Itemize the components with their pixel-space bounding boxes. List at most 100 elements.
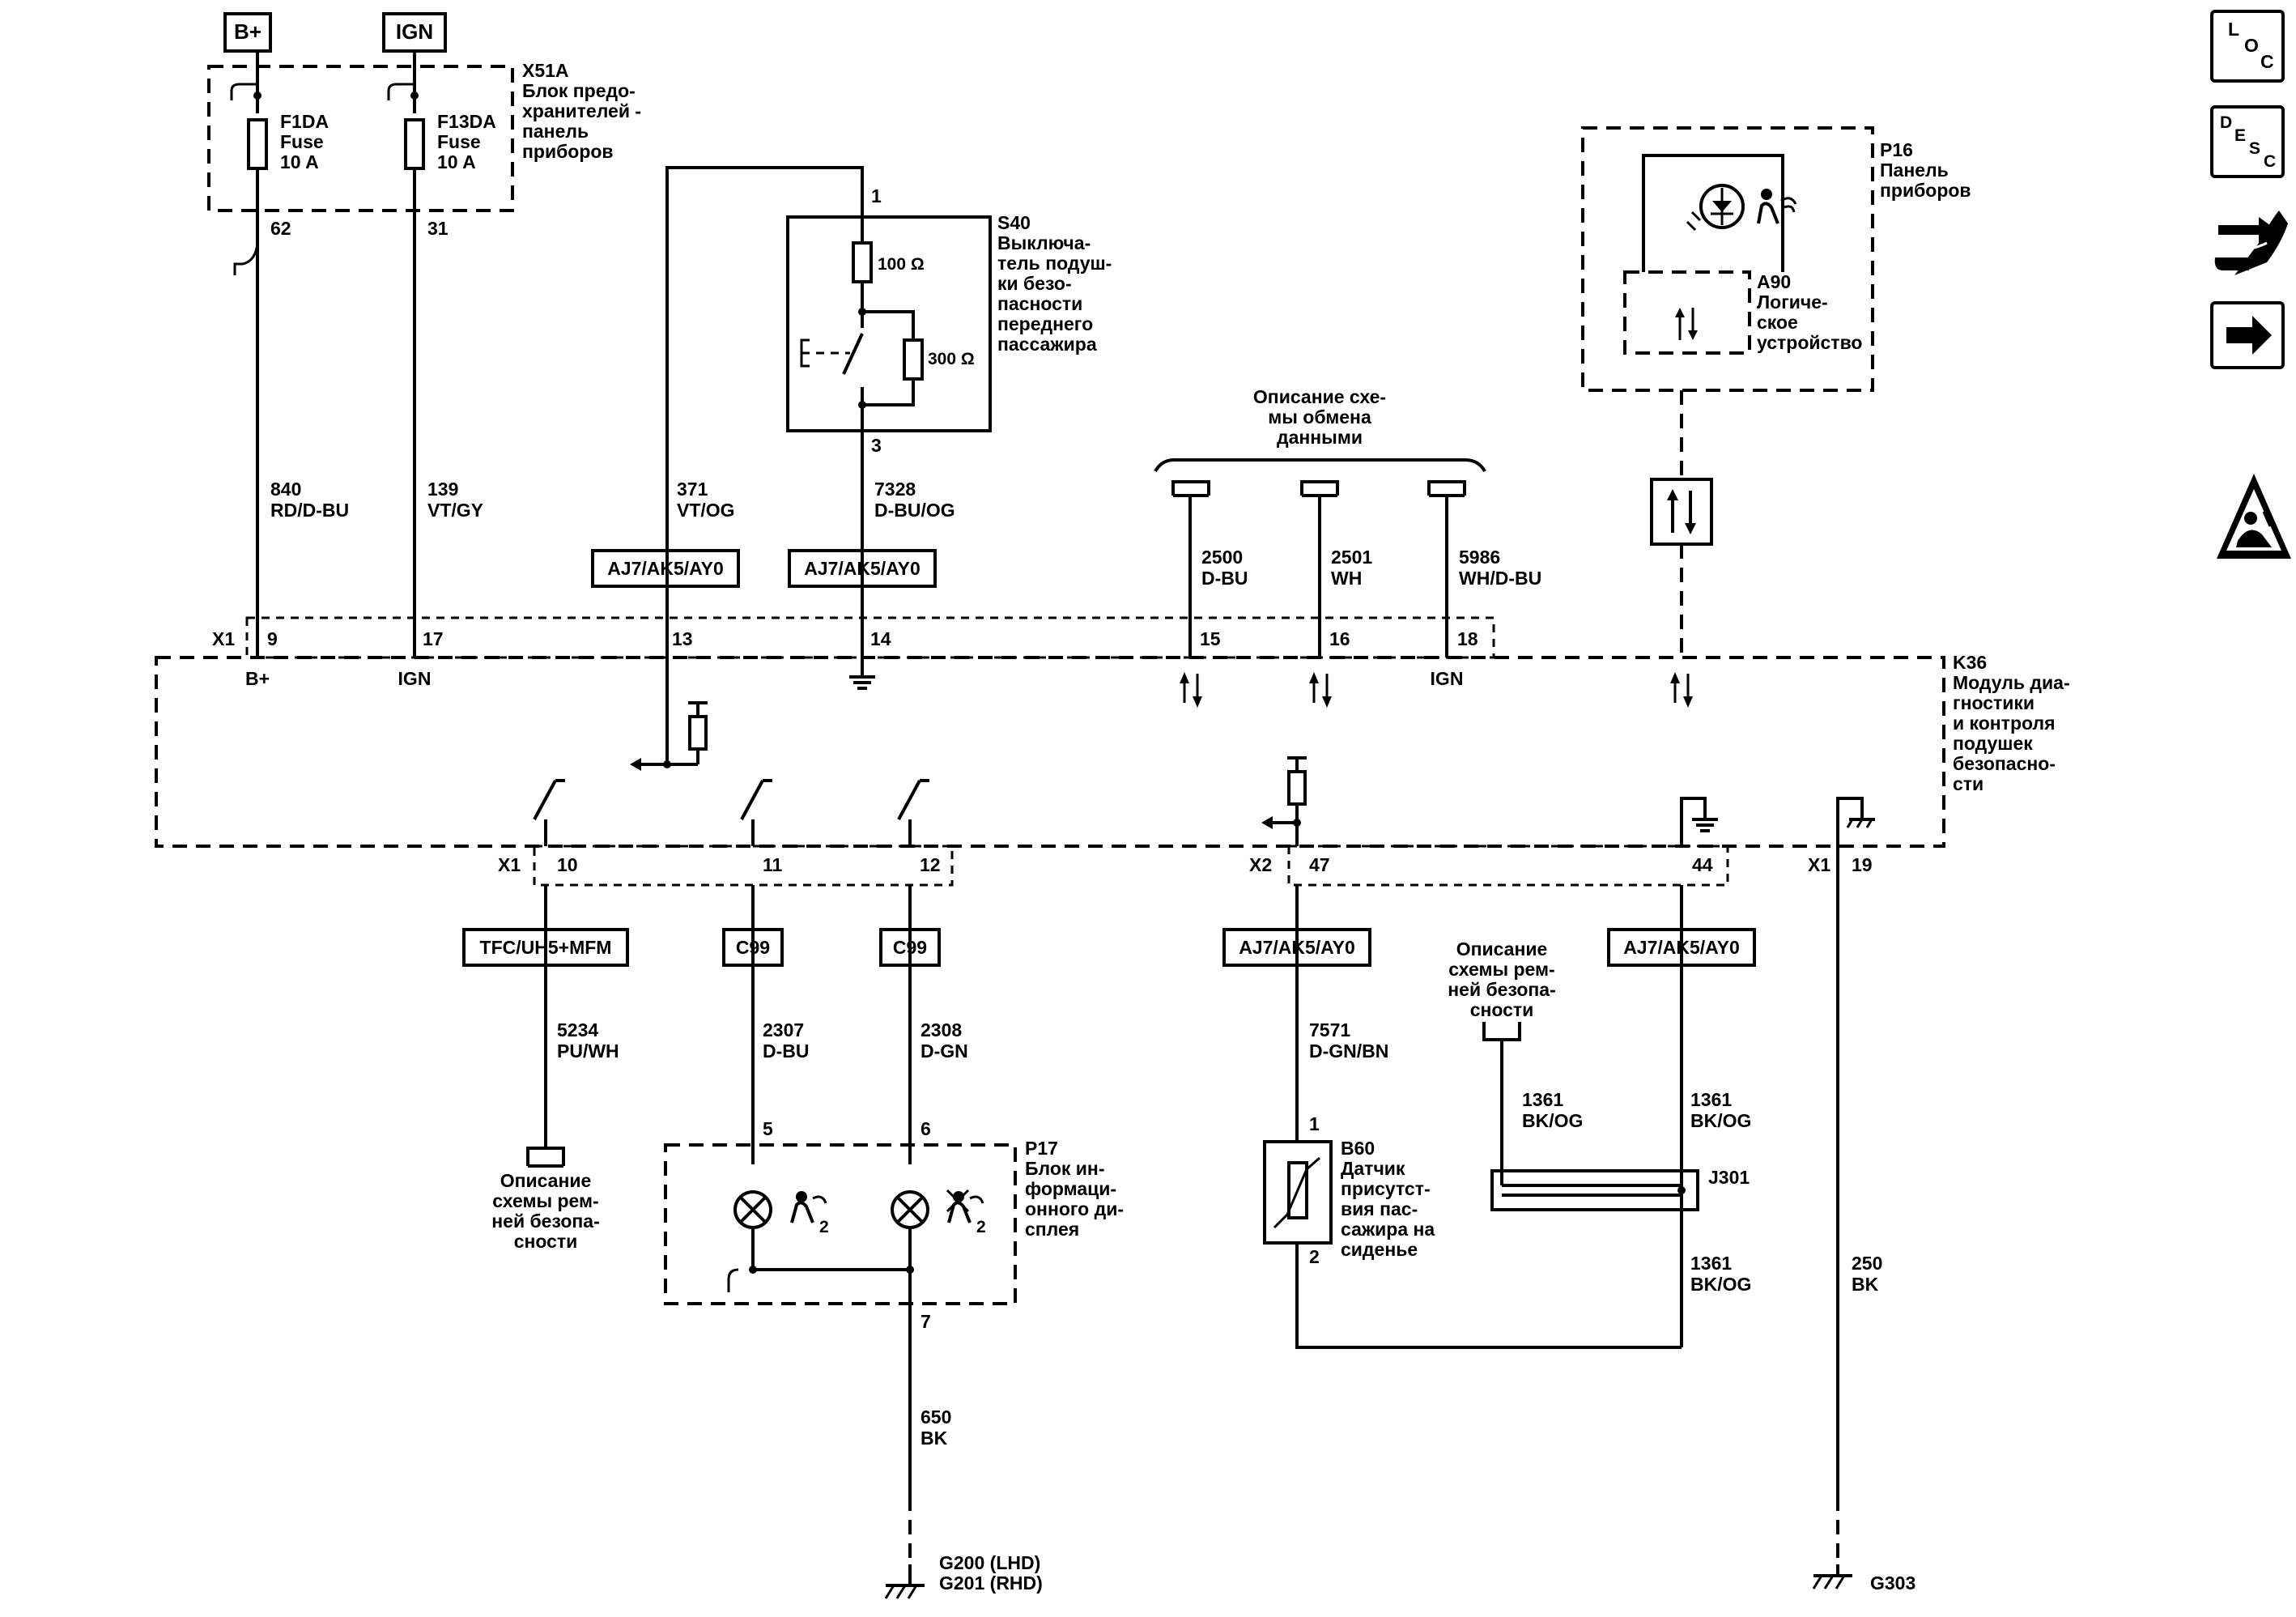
x2-bottom-connector [1287,845,1729,887]
pin-15: 15 [1200,628,1221,649]
wire-1361a-color: BK/OG [1522,1110,1583,1131]
airbag-off-icon: 2 [946,1189,986,1236]
p17-box [664,1143,1017,1305]
resistor-100 [852,241,873,283]
p16-id: P16 [1880,139,1913,160]
p17-desc-2: онного ди- [1025,1198,1124,1219]
data-arrow-16 [1309,672,1332,708]
belt2-desc-3: сности [1470,999,1534,1020]
esd-warning-icon [2217,474,2291,559]
wire-2308-num: 2308 [921,1019,962,1040]
s40-id: S40 [997,212,1031,233]
arrow-right-icon[interactable] [2210,301,2285,369]
ground-g303: G303 [1812,1564,1915,1594]
k36-desc-3: подушек [1953,733,2033,754]
ground-g200-g201: G200 (LHD) G201 (RHD) [884,1552,1043,1599]
loc-icon[interactable]: L O C [2210,10,2285,83]
desc-icon[interactable]: D E S C [2210,105,2285,178]
k36-desc-1: гностики [1953,692,2035,713]
option-box-aj-7571 [1222,928,1371,967]
fuse2-name: F13DA [437,111,496,132]
wire-650-num: 650 [921,1406,951,1428]
x1-bottom-label: X1 [498,854,521,875]
wire-2501-num: 2501 [1331,547,1372,568]
wire-139-color: VT/GY [427,500,483,521]
x51a-id: X51A [522,60,569,81]
belt2-desc-0: Описание [1456,938,1548,960]
fuse1-type: Fuse [280,131,324,152]
data-comm-desc-2: данными [1277,427,1363,448]
fuse1-rating: 10 A [280,151,319,172]
wire-7571-num: 7571 [1309,1019,1350,1040]
option-aj-1361: AJ7/AK5/AY0 [1623,937,1740,958]
wire-2500-color: D-BU [1201,568,1248,589]
b60-pin-1: 1 [1309,1113,1320,1134]
belt1-desc-0: Описание [500,1170,592,1191]
wire-2500-num: 2500 [1201,547,1243,568]
wire-139-num: 139 [427,479,458,500]
wire-250-num: 250 [1852,1253,1882,1274]
g303-label: G303 [1870,1572,1915,1594]
g201-label: G201 (RHD) [939,1572,1043,1594]
desc-c: C [2264,152,2276,171]
k36-desc-4: безопасно- [1953,753,2056,774]
output-switch-12 [897,779,929,846]
b60-desc-0: Датчик [1341,1158,1405,1179]
belt1-desc-1: схемы рем- [492,1190,598,1211]
b60-box [1263,1140,1333,1245]
k36-module: K36 Модуль диа- гностики и контроля поду… [155,616,2070,887]
k36-id: K36 [1953,652,1987,673]
k36-desc-0: Модуль диа- [1953,672,2070,693]
k36-desc-5: сти [1953,773,1983,794]
pin-19: 19 [1852,854,1873,875]
wire-840-num: 840 [270,479,301,500]
k36-box [155,656,1945,848]
pin-9: 9 [267,628,278,649]
bottom-wires: TFC/UH5+MFM C99 C99 AJ7/AK5/AY0 AJ7/AK5/… [462,846,1882,1564]
data-comm-desc-1: мы обмена [1268,406,1371,428]
wire-371 [665,166,864,768]
desc-d: D [2220,113,2232,132]
p17-id: P17 [1025,1138,1058,1159]
a90-desc-1: ское [1757,312,1798,333]
wire-7571-color: D-GN/BN [1309,1040,1388,1062]
wire-650-color: BK [921,1428,948,1449]
pin-13: 13 [672,628,693,649]
airbag-person-icon [1757,189,1797,224]
x51a-fuse-block [207,65,514,212]
repair-icon[interactable] [2214,211,2288,275]
led-indicator-icon [1699,184,1745,229]
wire-1361a-num: 1361 [1522,1089,1563,1110]
x51a-desc-1: хранителей - [522,100,641,121]
k36-ign-label: IGN [398,668,432,689]
p17-pin-6: 6 [921,1118,931,1139]
s40-box [786,215,992,432]
k36-desc-2: и контроля [1953,713,2056,734]
wire-1361b-color: BK/OG [1690,1110,1751,1131]
k36-ign2-label: IGN [1431,668,1464,689]
pin-17: 17 [423,628,444,649]
s40-desc-2: ки безо- [997,273,1072,294]
a90-desc-0: Логиче- [1757,291,1828,313]
fuse1-name: F1DA [280,111,329,132]
option-box-aj-371 [591,549,740,588]
wire-2501-color: WH [1331,568,1362,589]
b60-id: B60 [1341,1138,1375,1159]
desc-e: E [2234,126,2246,145]
p16-desc-0: Панель [1880,160,1949,181]
can-gateway-box [1650,478,1713,546]
option-box-c99-1 [722,928,784,967]
b60-sensor: 1 2 B60 Датчик присутст- вия пас- сажира… [1263,1113,1435,1267]
belt1-desc-2: ней безопа- [491,1211,599,1232]
wire-5234-color: PU/WH [557,1040,619,1062]
x51a-desc-0: Блок предо- [522,80,636,101]
pin-18: 18 [1457,628,1478,649]
data-comm-desc-0: Описание схе- [1253,386,1386,407]
loc-o: O [2244,35,2259,56]
s40-pin-3: 3 [871,435,882,456]
wire-2308-color: D-GN [921,1040,968,1062]
p17-pin-5: 5 [763,1118,773,1139]
output-switch-11 [740,779,772,846]
data-comm-section: Описание схе- мы обмена данными [1154,386,1486,497]
